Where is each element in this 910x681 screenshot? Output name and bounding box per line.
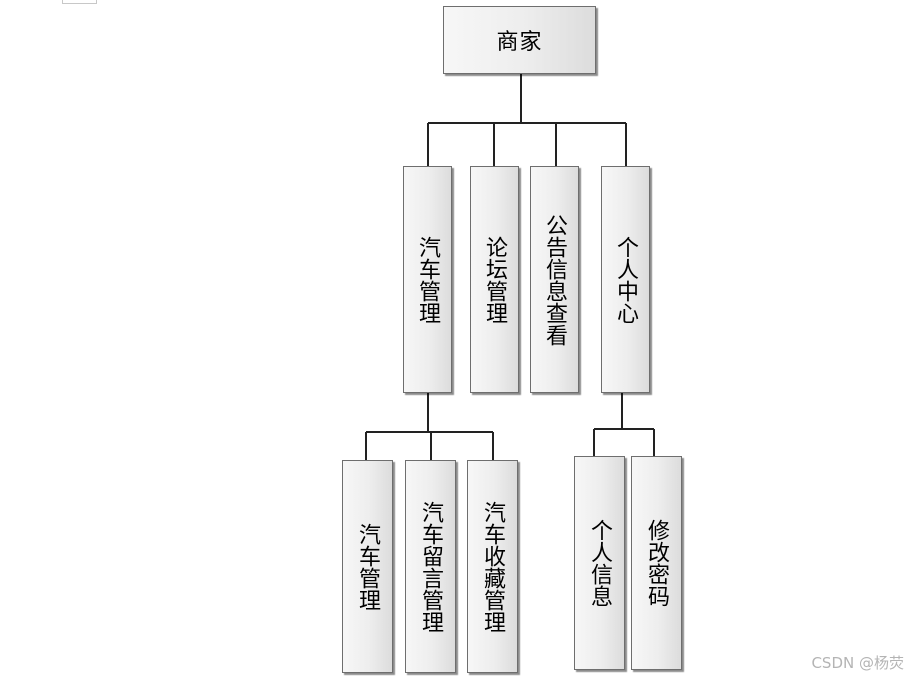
submodule-car-management: 汽车管理: [342, 460, 393, 673]
root-node: 商家: [443, 6, 596, 74]
submodule-change-password: 修改密码: [631, 456, 682, 670]
module-personal-center: 个人中心: [601, 166, 650, 393]
submodule-car-favorite-management: 汽车收藏管理: [467, 460, 518, 673]
module-notice-view: 公告信息查看: [530, 166, 579, 393]
watermark-text: CSDN @杨荧: [811, 654, 904, 672]
module-forum-management: 论坛管理: [470, 166, 519, 393]
submodule-car-comment-management: 汽车留言管理: [405, 460, 456, 673]
submodule-personal-info: 个人信息: [574, 456, 625, 670]
module-car-management: 汽车管理: [403, 166, 452, 393]
corner-mark: [62, 0, 97, 4]
